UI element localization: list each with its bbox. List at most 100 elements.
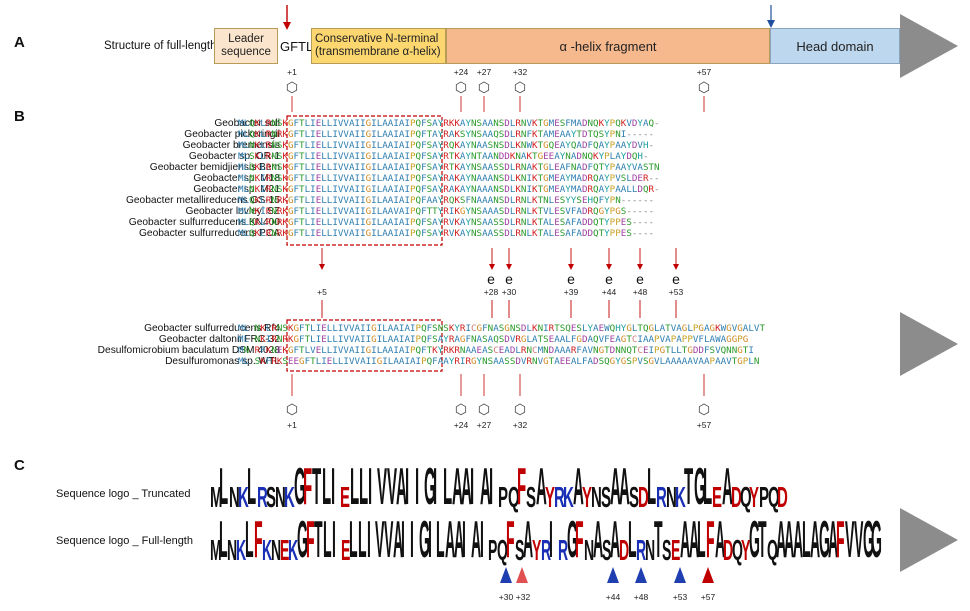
logo-residue: G (418, 511, 430, 569)
logo-residue: N (591, 482, 603, 515)
logo-residue: K (284, 482, 296, 515)
organism-name: Geobacter metallireducens GS-15 (125, 195, 280, 206)
head-domain-label: Head domain (796, 38, 874, 54)
logo-marker-label-48: +48 (633, 592, 649, 602)
logo-residue: D (730, 482, 742, 515)
logo-residue: S (628, 482, 639, 515)
logo-residue: R (540, 535, 551, 568)
logo-residue: T (684, 458, 694, 516)
logo-residue: F (516, 458, 527, 516)
panel-letter-b: B (14, 108, 25, 125)
logo-residue: A (610, 511, 621, 569)
logo-marker-44 (607, 567, 619, 583)
sequence-row: MLQKLRNSKGFTLIELLIVVAIIGILAAIAIPQFSAYRTK… (238, 162, 660, 173)
logo-residue: L (349, 511, 358, 569)
logo-residue: N (227, 535, 238, 568)
logo-marker-label-53: +53 (672, 592, 688, 602)
logo-residue: P (498, 482, 509, 515)
logo-residue: L (321, 458, 331, 516)
organism-name: Geobacter sp. OR-1 (188, 151, 280, 162)
logo-residue: K (563, 482, 575, 515)
organism-name: Geobacter bremensis (182, 140, 280, 151)
logo-residue: I (330, 458, 336, 516)
logo-residue: D (723, 535, 734, 568)
logo-residue: E (340, 482, 351, 515)
nterm-box: Conservative N-terminal (transmembrane α… (311, 28, 446, 64)
logo-residue: Q (497, 535, 509, 568)
logo-residue: V (845, 511, 855, 569)
leader-sequence-label: Leader sequence (221, 33, 271, 58)
position-bottom-32: +32 (512, 420, 528, 430)
logo-residue: A (592, 511, 603, 569)
logo-residue: F (303, 458, 313, 516)
logo-residue: L (349, 458, 359, 516)
sequence-row: MLQKLRNRKGFTLIELLIVVAIIGILAAIAIPQFSAYRVK… (238, 217, 654, 228)
organism-name: Geobacter bemidjiensis Bem (149, 162, 280, 173)
logo-full-label: Sequence logo _ Full-length (56, 535, 193, 547)
logo-residue: G (819, 511, 830, 569)
structure-label: Structure of full-length (104, 40, 217, 52)
sequence-row: MLQKLRNRKGFTLIELLIVVAIIGILAAIAIPQFSAYRVK… (238, 228, 654, 239)
logo-residue: L (627, 511, 637, 569)
benzene-icon: ⬡ (285, 401, 299, 417)
position-mid-39: +39 (563, 287, 579, 297)
logo-residue: N (584, 535, 595, 568)
benzene-icon: ⬡ (513, 79, 527, 95)
position-mid-30: +30 (501, 287, 517, 297)
logo-residue: T (758, 511, 767, 569)
position-mid-44: +44 (601, 287, 617, 297)
logo-residue: R (636, 535, 647, 568)
gftl-marker-head (283, 22, 291, 30)
conserved-region-box-2 (286, 319, 443, 372)
logo-residue: A (396, 458, 407, 516)
logo-residue: R (554, 482, 565, 515)
conserved-region-box-1 (286, 115, 443, 246)
logo-residue: A (827, 511, 838, 569)
group2-organism-list: Geobacter sulfurreducens Rf4 Geobacter d… (0, 323, 280, 367)
logo-residue: G (871, 511, 883, 569)
logo-residue: Q (740, 482, 752, 515)
logo-residue: I (479, 511, 484, 569)
benzene-icon: ⬡ (477, 79, 491, 95)
logo-residue: S (600, 482, 611, 515)
logo-residue: I (427, 511, 432, 569)
logo-residue: I (401, 511, 406, 569)
logo-residue: Q (768, 482, 780, 515)
logo-residue: A (479, 458, 491, 516)
sequence-row: MLSKLRNSKGFTLIELLIVVAIIGILAAIAIPQFSAYRTK… (238, 151, 649, 162)
benzene-icon: ⬡ (477, 401, 491, 417)
logo-residue: A (688, 511, 699, 569)
logo-residue: D (637, 482, 649, 515)
logo-residue: A (714, 511, 725, 569)
organism-name: Desulfuromonas sp. WTL (165, 356, 280, 367)
sequence-row: MN-RFKNEKGFTLVELLIVVAIIGILAAIAIPQFTKYRKR… (238, 345, 754, 356)
logo-residue: Y (749, 482, 760, 515)
organism-name: Geobacter sp. M18 (193, 173, 280, 184)
sequence-row: MLNKIRNSKGFTLIELLIVVAIIGILAAIAIPQFSAYRAK… (238, 184, 660, 195)
logo-residue: I (405, 458, 410, 516)
logo-residue: G (293, 458, 306, 516)
logo-residue: A (523, 511, 534, 569)
logo-residue: M (210, 535, 222, 568)
electron-symbol: e (567, 271, 575, 287)
organism-name: Geobacter daltonii FRC-32 (158, 334, 280, 345)
position-top-24: +24 (453, 67, 469, 77)
logo-residue: A (453, 511, 464, 569)
organism-name: Geobacter sp. M21 (193, 184, 280, 195)
position-top-57: +57 (696, 67, 712, 77)
organism-name: Geobacter pickeringii (184, 129, 280, 140)
position-top-32: +32 (512, 67, 528, 77)
logo-marker-30 (500, 567, 512, 583)
logo-residue: L (247, 458, 257, 516)
logo-residue: N (228, 482, 240, 515)
position-bottom-1: +1 (287, 420, 297, 430)
organism-name: Geobacter sulfurreducens KN400 (128, 217, 280, 228)
logo-residue: K (288, 535, 299, 568)
logo-marker-53 (674, 567, 686, 583)
position-mid-53: +53 (668, 287, 684, 297)
position-mid-5: +5 (317, 287, 327, 297)
logo-residue: K (236, 535, 247, 568)
logo-residue: E (279, 535, 289, 568)
